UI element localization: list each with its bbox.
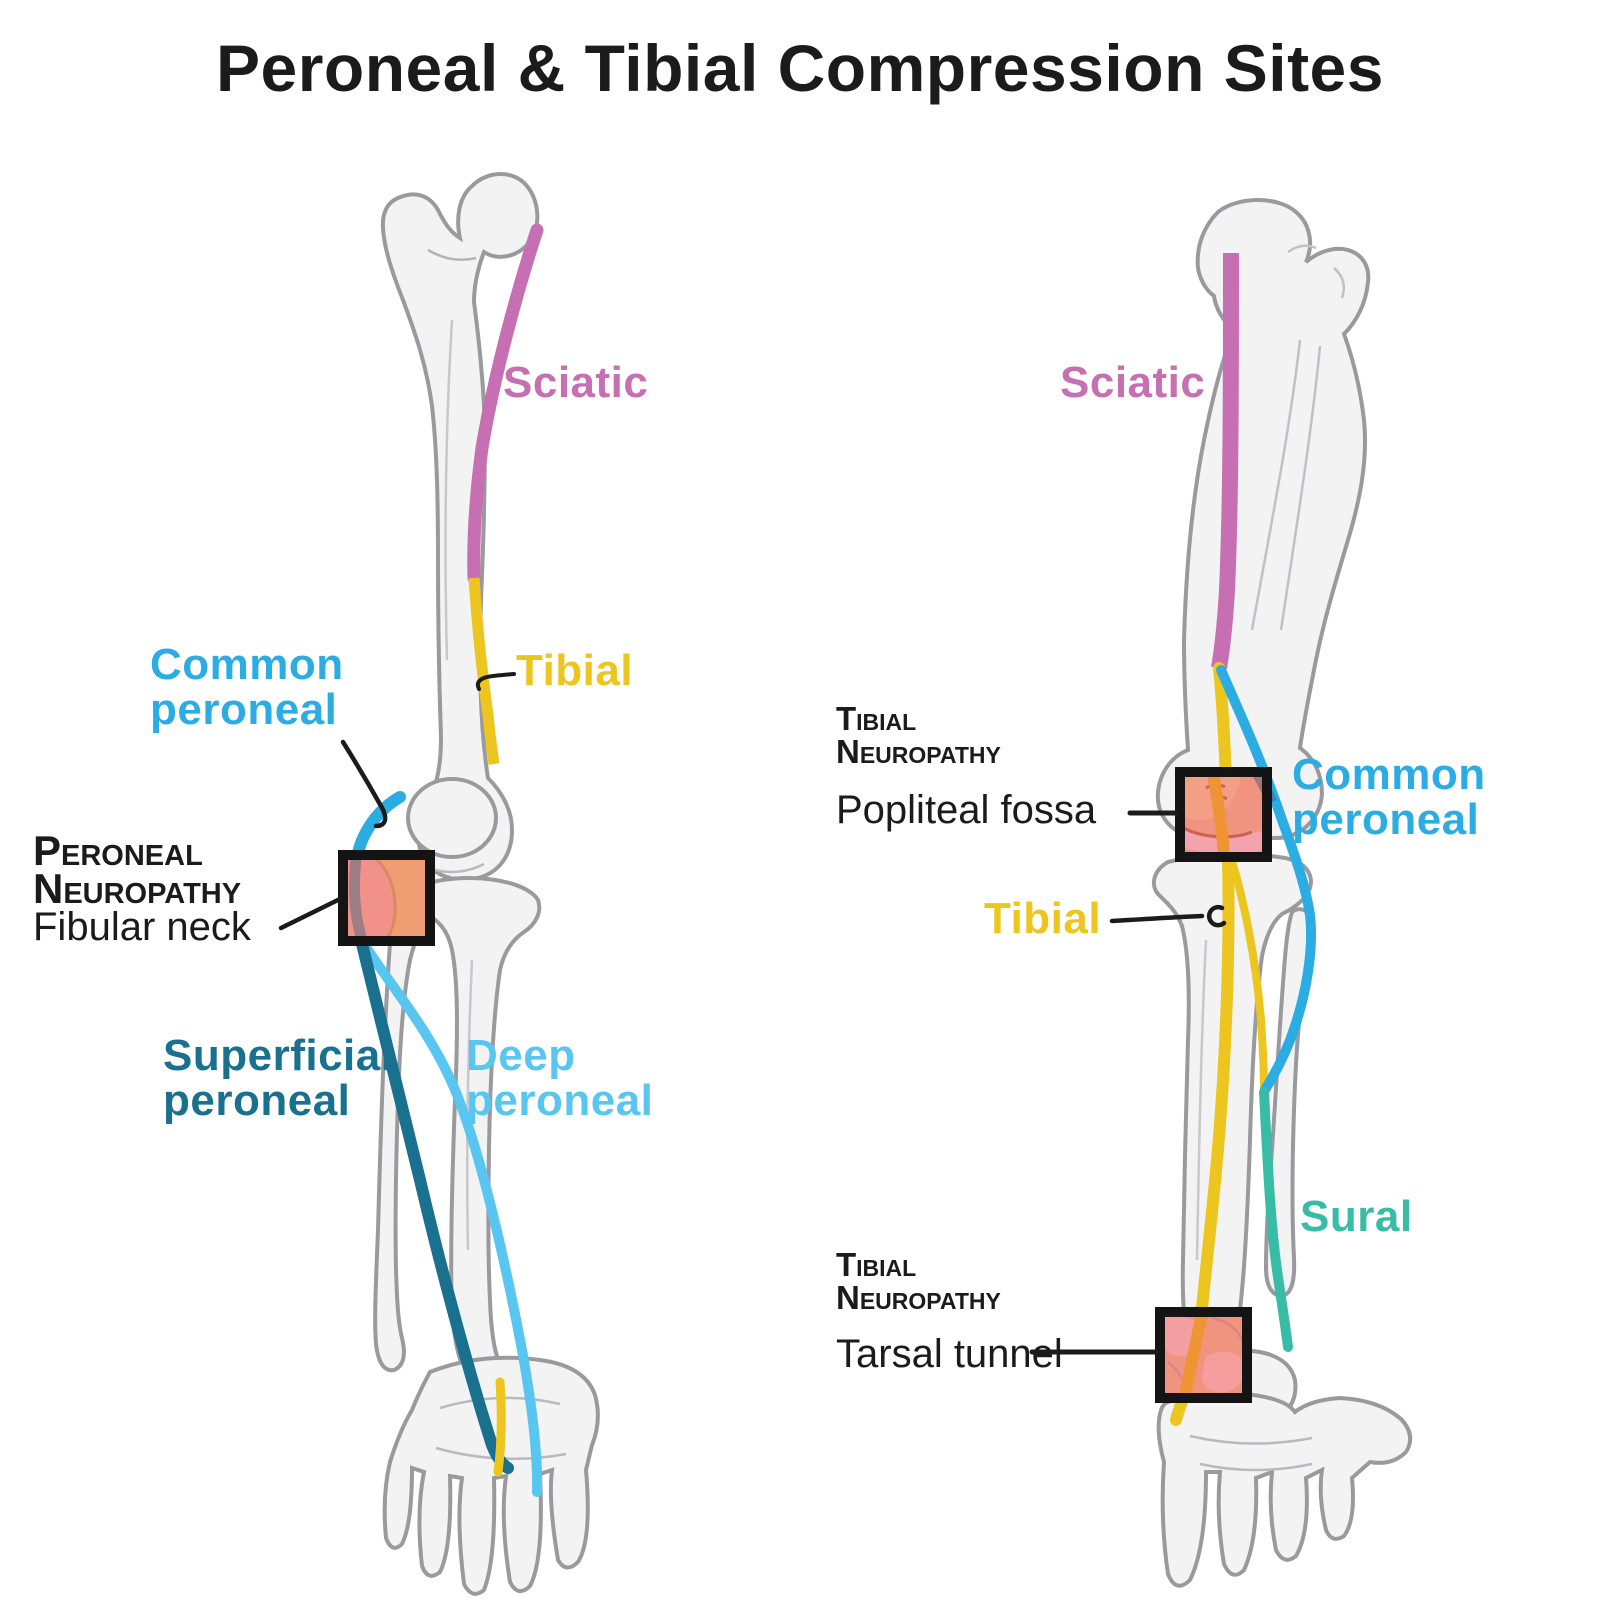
fibular-neck-compression-box <box>338 850 435 946</box>
left-superficial-peroneal-nerve <box>356 938 514 1474</box>
left-deep-peroneal-label-line1: Deep <box>466 1031 576 1080</box>
tibial-neuropathy-ankle-heading: Tibial Neuropathy <box>836 1248 1001 1314</box>
right-sciatic-nerve <box>1211 252 1239 670</box>
left-sciatic-nerve <box>467 223 544 585</box>
compression-box-border <box>1155 1307 1252 1403</box>
left-tibial-label: Tibial <box>516 646 634 695</box>
popliteal-fossa-compression-box <box>1175 767 1278 862</box>
left-femur-detail-line <box>444 319 454 661</box>
left-femur-bone-icon <box>380 172 540 882</box>
tarsal-tunnel-site-label: Tarsal tunnel <box>836 1332 1063 1376</box>
right-tibial-sural-branch <box>1227 854 1268 1094</box>
right-sural-label: Sural <box>1300 1192 1413 1241</box>
tibial-right-callout-line <box>1109 904 1227 928</box>
left-tibial-nerve-foot-segment <box>493 1377 506 1477</box>
left-femur-neck-crease <box>427 248 477 261</box>
tibial-neuropathy-ankle-heading-line2: Neuropathy <box>836 1279 1001 1316</box>
tibial-left-callout-line <box>475 672 516 691</box>
compression-box-fibula-head-shape <box>372 855 430 941</box>
left-leg-anterior <box>278 172 600 1596</box>
popliteal-fossa-site-label: Popliteal fossa <box>836 788 1097 832</box>
right-sciatic-label: Sciatic <box>1060 358 1206 407</box>
compression-box-nerve-ghost <box>348 857 368 942</box>
tibial-neuropathy-ankle-heading-line1: Tibial <box>836 1246 917 1283</box>
right-leg-posterior <box>1029 198 1413 1588</box>
fibular-neck-site-label: Fibular neck <box>33 905 251 949</box>
left-deep-peroneal-nerve <box>359 939 543 1497</box>
right-tibia-detail-line <box>1195 939 1208 1261</box>
right-common-peroneal-nerve <box>1216 665 1317 1095</box>
left-tibia-bone-icon <box>412 876 542 1377</box>
compression-box-border <box>338 850 435 946</box>
peroneal-neuropathy-heading: Peroneal Neuropathy <box>33 827 242 912</box>
tibial-neuropathy-knee-heading-line2: Neuropathy <box>836 733 1001 770</box>
left-foot-bones-icon <box>382 1355 600 1596</box>
left-tibia-detail-line <box>465 959 474 1251</box>
left-tibial-nerve <box>468 577 500 765</box>
left-sciatic-label: Sciatic <box>503 358 649 407</box>
peroneal-neuropathy-heading-line2: Neuropathy <box>33 865 242 912</box>
right-common-peroneal-label: Common peroneal <box>1292 752 1486 842</box>
tarsal-tunnel-compression-box <box>1155 1307 1252 1403</box>
fibular-neck-callout-line <box>278 896 343 931</box>
common-peroneal-callout-line <box>340 739 388 829</box>
left-common-peroneal-label-line1: Common <box>150 640 344 689</box>
tibial-neuropathy-knee-heading: Tibial Neuropathy <box>836 702 1001 768</box>
left-superficial-peroneal-label: Superficial peroneal <box>163 1033 393 1123</box>
left-common-peroneal-label: Common peroneal <box>150 642 344 732</box>
right-foot-bones-icon <box>1156 1391 1413 1588</box>
peroneal-neuropathy-heading-line1: Peroneal <box>33 827 203 874</box>
right-tarsal-detail-lines <box>1189 1434 1313 1472</box>
compression-box-tarsal-blob-2 <box>1202 1351 1246 1393</box>
page-title: Peroneal & Tibial Compression Sites <box>216 31 1384 105</box>
left-deep-peroneal-label-line2: peroneal <box>466 1076 654 1125</box>
right-femur-detail-lines <box>1250 244 1345 631</box>
left-deep-peroneal-label: Deep peroneal <box>466 1033 653 1123</box>
right-tibial-label: Tibial <box>984 894 1102 943</box>
right-common-peroneal-label-line2: peroneal <box>1292 795 1480 844</box>
left-patella-bone-icon <box>406 777 498 859</box>
compression-box-border <box>1175 767 1272 862</box>
right-common-peroneal-label-line1: Common <box>1292 750 1486 799</box>
compression-box-tibial-highlight <box>1207 772 1230 856</box>
left-superficial-peroneal-label-line1: Superficial <box>163 1031 394 1080</box>
left-superficial-peroneal-label-line2: peroneal <box>163 1076 351 1125</box>
left-common-peroneal-label-line2: peroneal <box>150 685 338 734</box>
right-femur-bone-icon <box>1155 198 1371 841</box>
compression-box-tibial-highlight <box>1179 1312 1208 1398</box>
right-sural-nerve <box>1259 1087 1293 1352</box>
tibial-neuropathy-knee-heading-line1: Tibial <box>836 700 917 737</box>
